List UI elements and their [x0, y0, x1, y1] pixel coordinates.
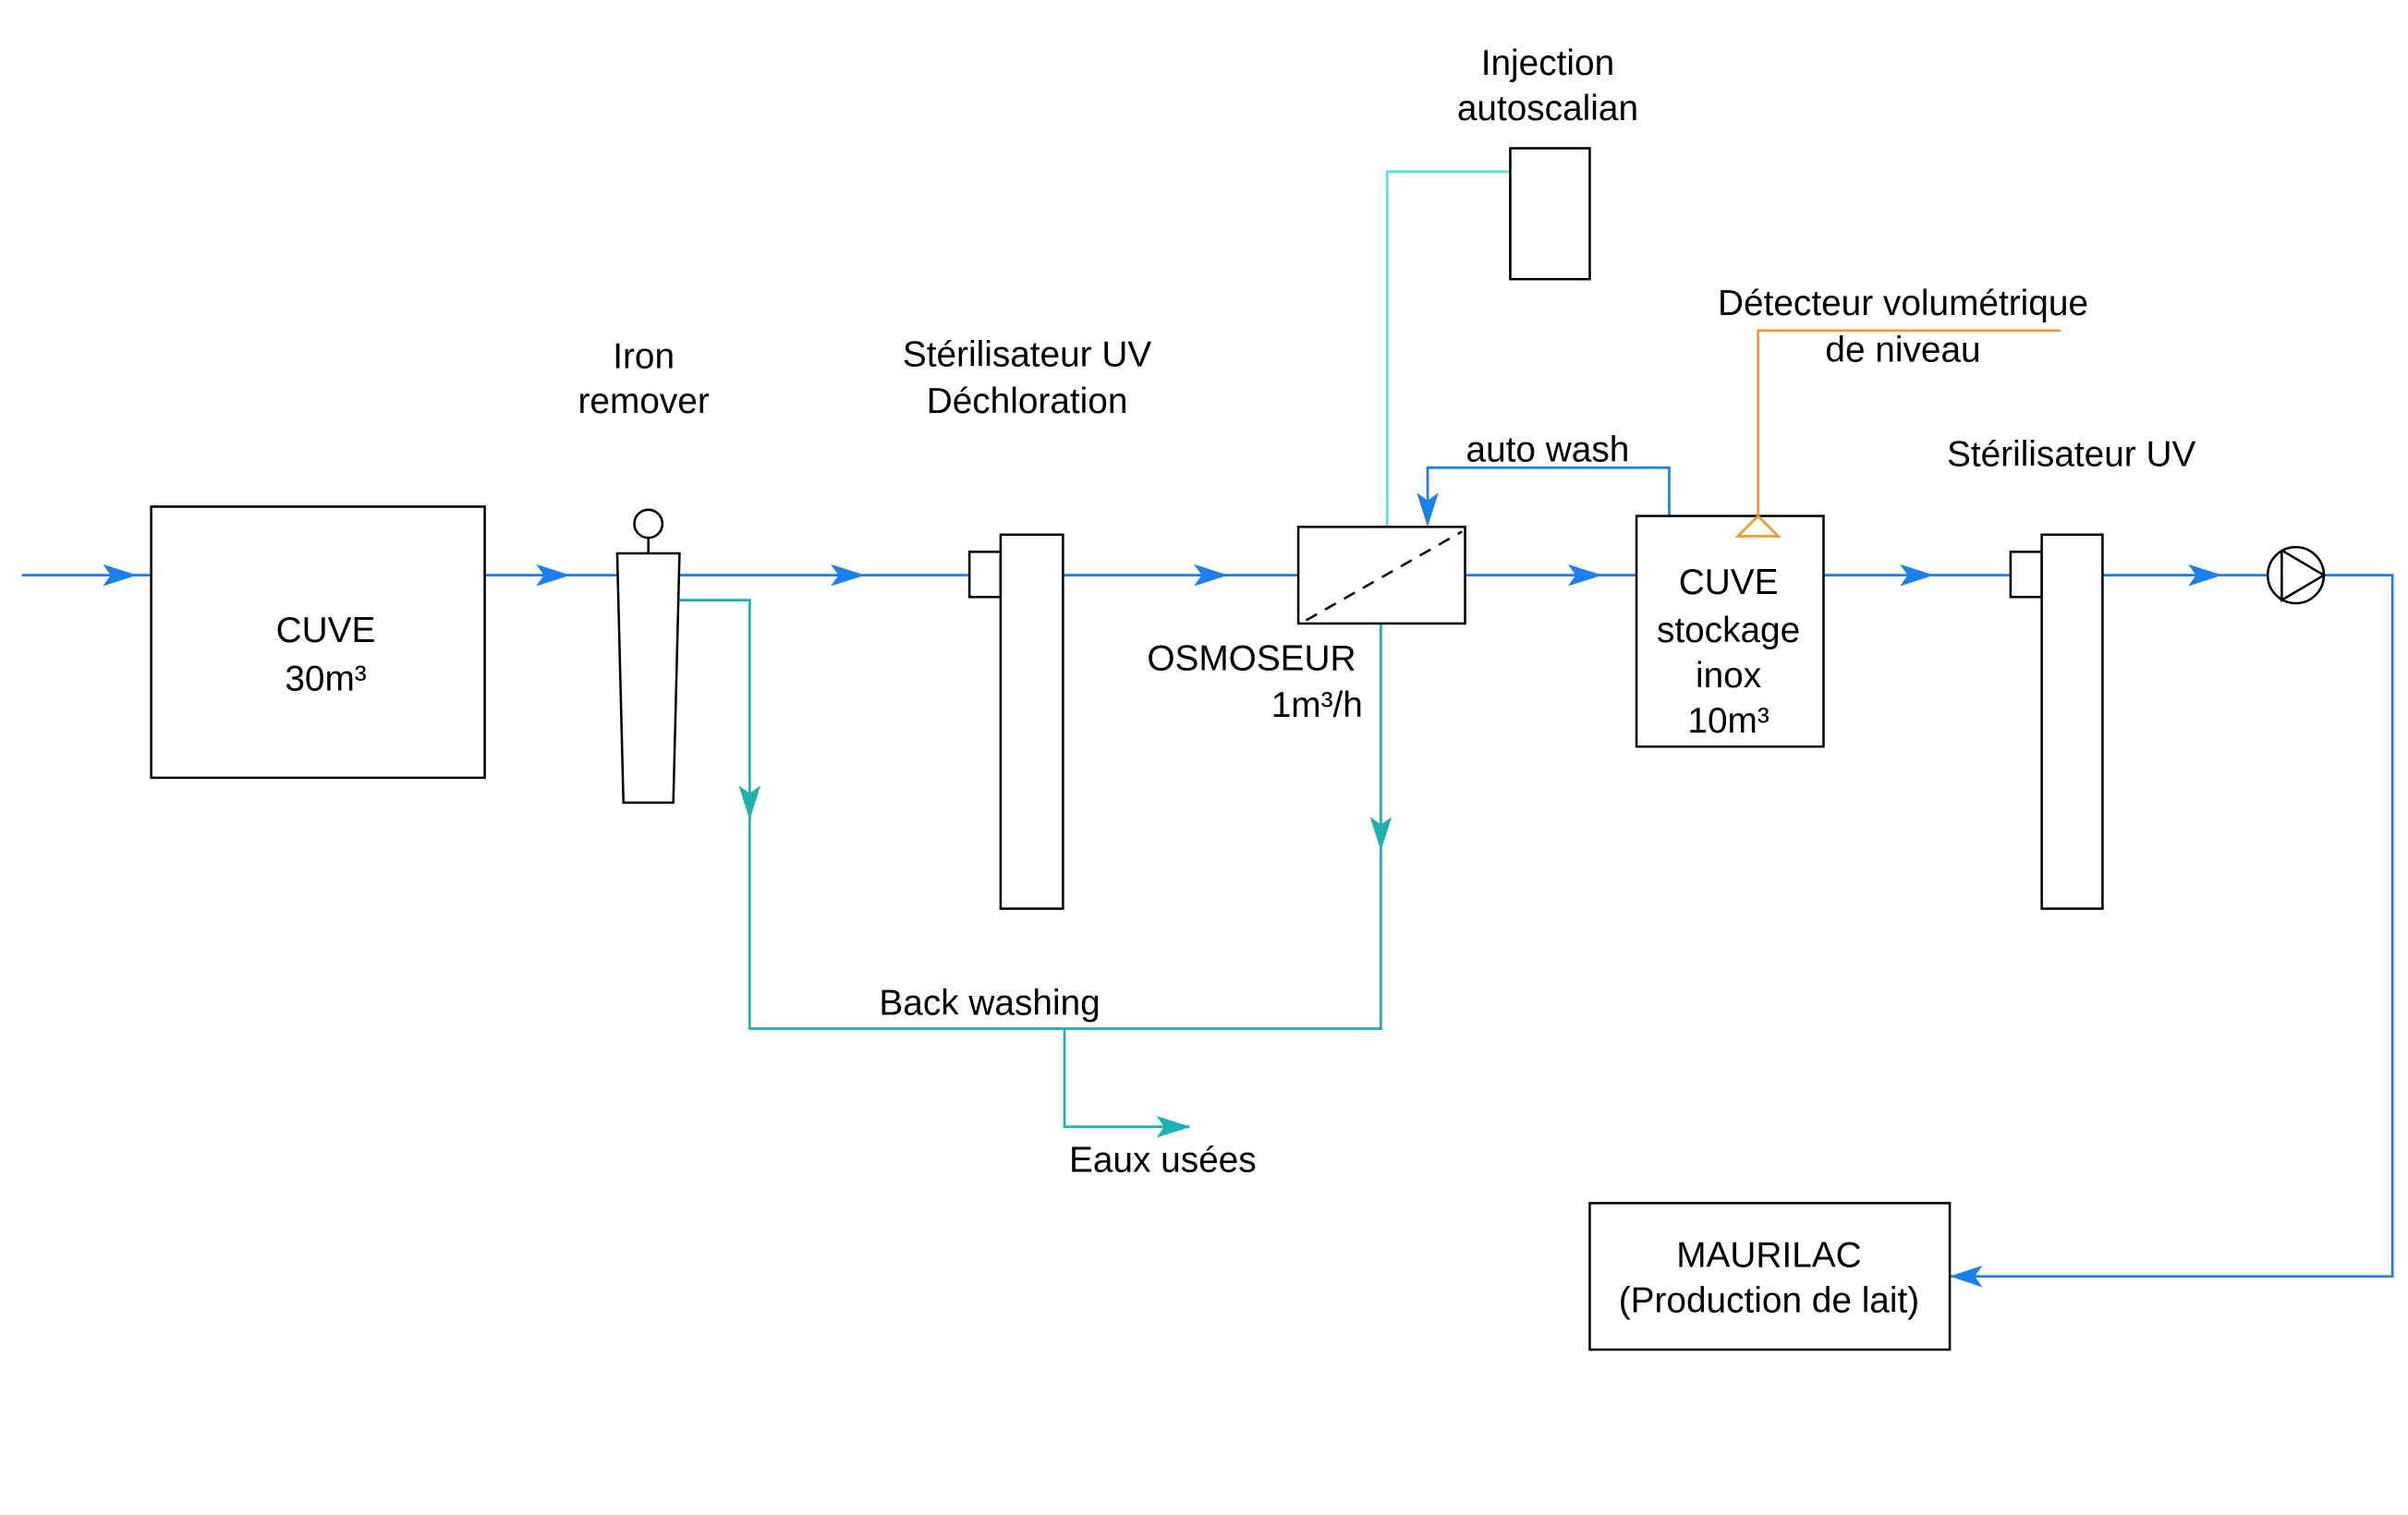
flow-arrow-to-iron-remover — [536, 564, 571, 587]
level-detector-icon — [1734, 514, 1782, 538]
injection-tank — [1509, 147, 1591, 281]
maurilac-label-line2: (Production de lait) — [1619, 1280, 1920, 1320]
iron-remover-body — [615, 551, 681, 805]
cuve-stockage-capacity: 10m³ — [1687, 701, 1769, 741]
waste-water-pipe — [1063, 1028, 1189, 1129]
flow-arrow-auto-wash — [1417, 492, 1439, 527]
sterilisateur-uv — [2009, 533, 2104, 910]
osmoseur-membrane-icon — [1305, 530, 1463, 622]
back-washing-line — [679, 599, 1393, 1138]
flow-arrow-osmoseur-backwash — [1369, 817, 1393, 852]
cuve-capacity: 30m³ — [285, 659, 366, 698]
cuve-label: CUVE — [276, 611, 376, 650]
cuve-stockage-tank — [1635, 515, 1825, 748]
iron-remover-label-line1: Iron — [613, 336, 675, 376]
flow-arrow-to-sterilisateur — [831, 564, 866, 587]
osmoseur-label: OSMOSEUR — [1147, 639, 1356, 679]
sterilisateur-dechloration — [967, 533, 1064, 910]
sterilisateur-uv-lamp-housing — [2009, 551, 2043, 599]
pump-icon — [2266, 546, 2326, 605]
detecteur-label-line1: Détecteur volumétrique — [1718, 284, 2088, 323]
cuve-stockage-label-line2: stockage — [1657, 611, 1800, 650]
level-detector-line — [1757, 329, 2061, 516]
flow-arrow-iron-remover-backwash — [738, 785, 761, 820]
detecteur-label-line2: de niveau — [1825, 331, 1980, 370]
flow-arrow-inlet — [103, 564, 138, 587]
flow-arrow-to-cuve-stockage — [1567, 564, 1602, 587]
flow-arrow-eaux-usees — [1156, 1115, 1191, 1138]
pipe-pump-to-maurilac — [1950, 574, 2394, 1279]
osmoseur — [1296, 526, 1466, 625]
osmoseur-membrane-box — [1296, 526, 1466, 625]
eaux-usees-label: Eaux usées — [1069, 1141, 1257, 1181]
sterilisateur-uv-body — [2040, 533, 2104, 910]
maurilac-label-line1: MAURILAC — [1676, 1236, 1861, 1276]
iron-remover — [615, 508, 681, 805]
sterilisateur-dechloration-label-line1: Stérilisateur UV — [903, 335, 1152, 375]
auto-wash-pipe — [1426, 466, 1671, 524]
water-line — [21, 466, 2394, 1288]
auto-wash-label: auto wash — [1466, 430, 1630, 470]
cuve-stockage-label-line1: CUVE — [1679, 563, 1779, 602]
injection-label-line2: autoscalian — [1457, 89, 1638, 128]
sterilisateur-uv-label: Stérilisateur UV — [1947, 435, 2196, 475]
iron-remover-label-line2: remover — [578, 382, 710, 421]
cuve-tank — [150, 505, 486, 780]
iron-remover-gauge-icon — [633, 508, 664, 539]
sterilisateur-dechloration-label-line2: Déchloration — [927, 382, 1128, 421]
maurilac-box — [1588, 1202, 1952, 1351]
flow-arrow-to-osmoseur — [1194, 564, 1229, 587]
pump — [2266, 546, 2327, 605]
cuve-stockage-label-line3: inox — [1696, 656, 1761, 696]
flow-arrow-to-maurilac — [1950, 1265, 1983, 1288]
injection-line — [1385, 170, 1511, 527]
back-washing-label: Back washing — [879, 983, 1100, 1023]
sterilisateur-dechloration-body — [999, 533, 1064, 910]
injection-label-line1: Injection — [1481, 43, 1614, 83]
sterilisateur-dechloration-lamp-housing — [967, 551, 1003, 599]
flow-arrow-to-pump — [2188, 564, 2223, 587]
pump-triangle-icon — [2280, 549, 2327, 602]
flow-arrow-to-sterilisateur-uv — [1900, 564, 1935, 587]
back-washing-pipe — [679, 599, 1382, 1030]
osmoseur-flow-rate: 1m³/h — [1271, 685, 1363, 725]
